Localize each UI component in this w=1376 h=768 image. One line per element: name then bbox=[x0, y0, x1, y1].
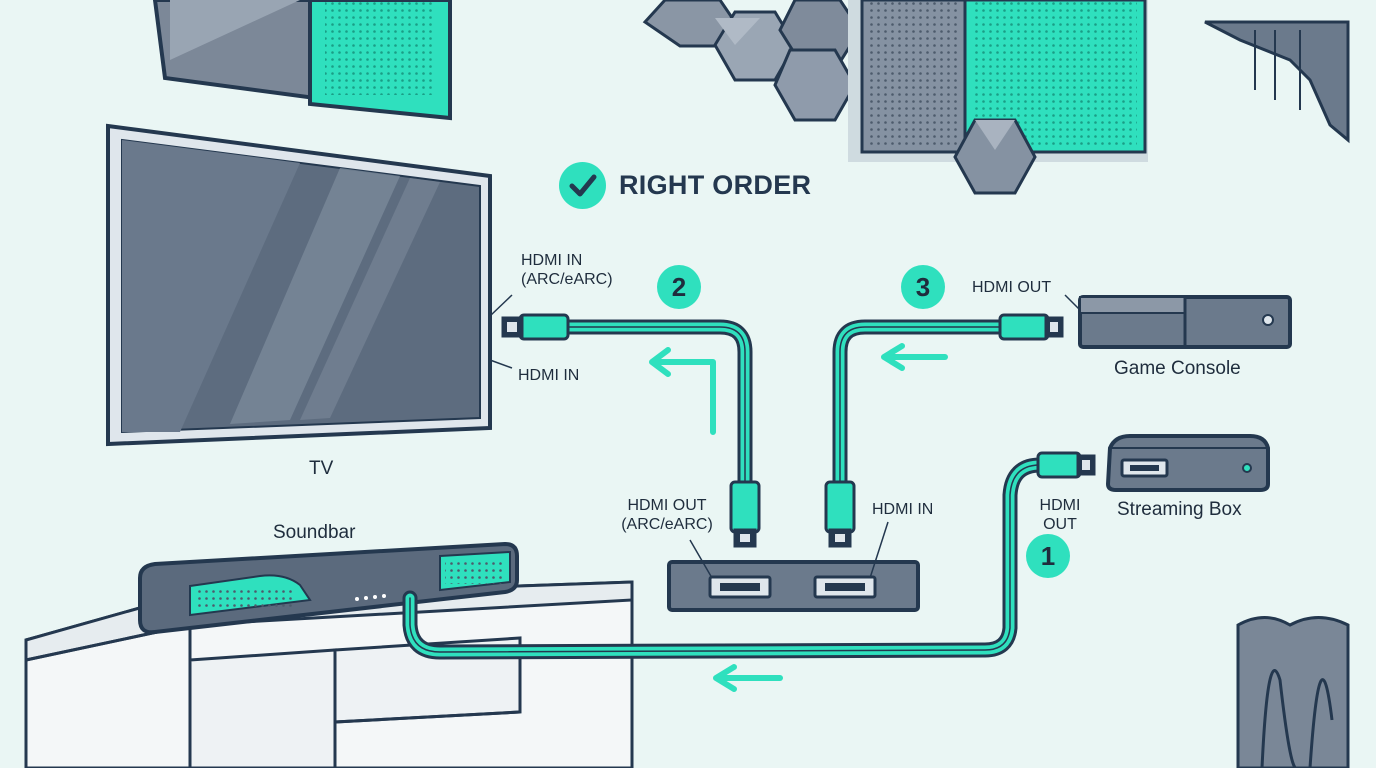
streaming-box bbox=[1105, 434, 1270, 492]
step-badge-1: 1 bbox=[1026, 534, 1070, 578]
connector-streaming-out bbox=[1036, 451, 1096, 479]
acoustic-panel-top-left bbox=[152, 0, 452, 121]
tv-arc-port-label: HDMI IN (ARC/eARC) bbox=[521, 252, 613, 288]
soundbar-in-port-label: HDMI IN bbox=[872, 501, 934, 518]
check-icon bbox=[569, 174, 597, 197]
connector-tv-arc bbox=[501, 313, 570, 341]
title-check-badge bbox=[559, 162, 606, 209]
soundbar-out-port-label: HDMI OUT (ARC/eARC) bbox=[621, 497, 713, 533]
background-decor bbox=[152, 0, 1350, 768]
streaming-out-port-label: HDMI OUT bbox=[1039, 497, 1081, 533]
arrow-left-icon bbox=[881, 343, 948, 371]
connector-console-out bbox=[998, 313, 1064, 341]
cable-tv-arc-to-soundbar-out bbox=[560, 319, 753, 490]
tv-hdmi-in-label: HDMI IN bbox=[518, 367, 580, 384]
streaming-box-label: Streaming Box bbox=[1117, 499, 1242, 520]
step-badge-2: 2 bbox=[657, 265, 701, 309]
soundbar bbox=[138, 541, 519, 635]
connector-soundbar-out bbox=[729, 480, 761, 548]
step-badge-3: 3 bbox=[901, 265, 945, 309]
tv bbox=[106, 123, 492, 447]
page-title: RIGHT ORDER bbox=[619, 170, 812, 200]
cable-console-to-soundbar-in bbox=[832, 319, 1008, 490]
arrow-left-icon bbox=[713, 664, 783, 692]
arrow-up-left-icon bbox=[649, 347, 716, 435]
soundbar-indicator-dots bbox=[355, 594, 386, 601]
hdmi-connectors bbox=[501, 313, 1096, 548]
acoustic-panel-top-right bbox=[848, 0, 1148, 195]
label-leader-lines bbox=[489, 294, 1081, 579]
connector-soundbar-in bbox=[824, 480, 856, 548]
corner-shelf-decor bbox=[1204, 20, 1350, 144]
hdmi-cables bbox=[402, 319, 1048, 660]
direction-arrows bbox=[649, 343, 948, 692]
console-out-port-label: HDMI OUT bbox=[972, 279, 1052, 296]
cable-streaming-to-soundbar bbox=[402, 457, 1048, 660]
hexagon-cluster bbox=[642, 0, 862, 122]
acoustic-panel-bottom-right bbox=[1236, 616, 1350, 768]
game-console-label: Game Console bbox=[1114, 358, 1241, 379]
soundbar-port-panel bbox=[667, 560, 920, 612]
tv-label: TV bbox=[309, 458, 334, 479]
soundbar-label: Soundbar bbox=[273, 522, 356, 543]
game-console bbox=[1078, 295, 1292, 349]
